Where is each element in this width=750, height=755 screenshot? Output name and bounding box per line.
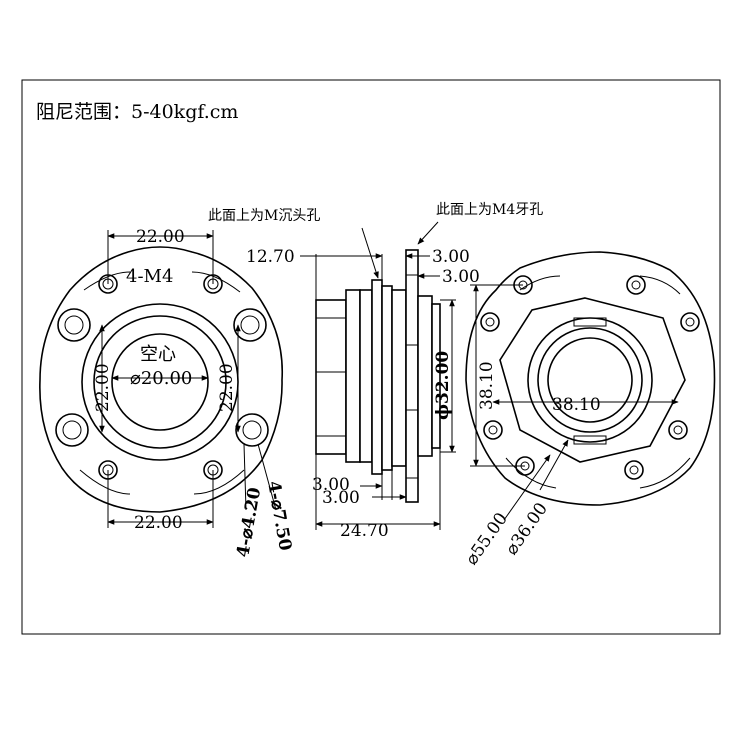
side-flange [405,249,419,503]
large-hole-callout: 4-⌀7.50 [263,479,295,552]
small-hole-callout: 4-⌀4.20 [233,486,265,559]
large-hole-tl [57,308,91,342]
large-hole-br [235,413,269,447]
drawing-frame [21,79,721,635]
side-plate-3 [371,279,383,475]
rear-key-bottom [573,435,607,445]
front-left-height-label: 22.00 [93,363,113,412]
side-plate-2 [359,289,373,463]
side-body-left [315,299,347,455]
rear-hole-l1-inner [485,317,495,327]
rear-hole-r1-inner [685,317,695,327]
large-hole-tl-inner [64,315,84,335]
side-plate-4 [381,285,393,471]
rear-hole-br-inner [629,465,639,475]
large-hole-tr [233,308,267,342]
large-hole-br-inner [242,420,262,440]
large-hole-bl [55,413,89,447]
side-plate-5 [391,289,407,467]
hollow-dia-label: ⌀20.00 [130,368,192,389]
thread-note: 此面上为M4牙孔 [436,202,543,218]
front-bore-inner [111,333,209,431]
rear-lobe-lines [505,275,691,489]
side-top-3a-label: 3.00 [432,247,470,267]
rear-38-10-vertical-label: 38.10 [477,361,497,410]
front-view: 22.00 4-M4 空心 ⌀20.00 22.00 22.00 22.00 4… [39,227,295,559]
rear-hole-r2 [668,420,688,440]
side-plate-1 [345,289,361,463]
rear-bore-mid [537,327,643,433]
rear-hole-br [624,460,644,480]
side-bottom-3b-label: 3.00 [322,488,360,508]
rear-key-top [573,317,607,327]
front-bore-mid [93,315,227,449]
side-12-70-label: 12.70 [246,247,295,267]
rear-hole-l1 [480,312,500,332]
rear-hole-tr [626,275,646,295]
front-flange-outline [39,246,284,513]
front-right-height-label: 22.00 [217,363,237,412]
front-bottom-width-label: 22.00 [134,513,183,533]
side-view: 此面上为M沉头孔 此面上为M4牙孔 12.70 3.00 3.00 ϕ32.00… [208,202,543,541]
rear-view: 38.10 38.10 ⌀55.00 ⌀36.00 [462,251,716,569]
hollow-label: 空心 [140,344,176,365]
large-hole-bl-inner [62,420,82,440]
rear-bore-inner [547,337,633,423]
rear-flange-outline [465,251,716,506]
thread-holes-label: 4-M4 [126,266,173,287]
damping-range-title: 阻尼范围：5-40kgf.cm [36,101,238,123]
rear-38-10-horizontal-label: 38.10 [552,395,601,415]
rear-hole-r1 [680,312,700,332]
rear-bore-outer [527,317,653,443]
rear-hole-l2-inner [488,425,498,435]
rear-hexagon [499,297,686,463]
side-top-3b-label: 3.00 [442,267,480,287]
rear-hole-tr-inner [631,280,641,290]
countersink-note: 此面上为M沉头孔 [208,208,320,224]
side-hub-2 [431,303,441,449]
rear-hole-l2 [483,420,503,440]
rear-hole-r2-inner [673,425,683,435]
rear-dia36-label: ⌀36.00 [502,499,552,559]
rear-dia55-label: ⌀55.00 [462,509,512,569]
front-top-width-label: 22.00 [136,227,185,247]
side-24-70-label: 24.70 [340,521,389,541]
side-dia32-label: ϕ32.00 [433,351,453,420]
large-hole-tr-inner [240,315,260,335]
side-hub-1 [417,295,433,457]
side-bottom-3a-label: 3.00 [312,475,350,495]
